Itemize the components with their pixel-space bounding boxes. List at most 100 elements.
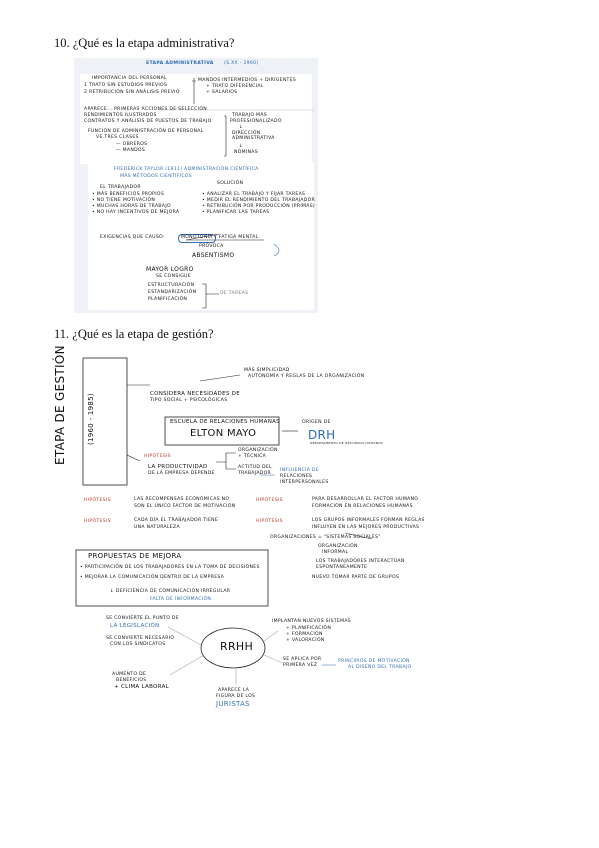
- admin-c2: MÁS MÉTODOS CIENTÍFICOS: [120, 174, 192, 179]
- hypothesis-4: HIPÓTESIS: [256, 498, 283, 503]
- h1h: RELACIONES: [280, 474, 313, 479]
- org1: ORGANIZACIONES = "SISTEMAS SOCIALES": [270, 535, 381, 540]
- e3: + FORMACIÓN: [286, 632, 323, 637]
- admin-c15: Y FATIGA MENTAL: [214, 235, 259, 240]
- n1: CONSIDERA NECESIDADES DE: [150, 391, 240, 397]
- admin-b3: CONTRATOS Y ANÁLISIS DE PUESTOS DE TRABA…: [84, 119, 212, 124]
- w7: + CLIMA LABORAL: [114, 684, 170, 690]
- hypothesis-3: HIPÓTESIS: [84, 519, 111, 524]
- admin-l2: 1 TRATO SIN ESTUDIOS PREVIOS: [84, 83, 168, 88]
- prop1: • PARTICIPACIÓN DE LOS TRABAJADORES EN L…: [80, 565, 260, 570]
- elton-mayo: ELTON MAYO: [190, 428, 257, 439]
- admin-side6: NÓMINAS: [234, 150, 258, 155]
- w5: AUMENTO DE: [112, 672, 147, 677]
- admin-b2: RENDIMIENTOS ILUSTRADOS: [84, 113, 157, 118]
- org6: NUEVO TOMAR PARTE DE GRUPOS: [312, 575, 400, 580]
- admin-c7: • MUCHAS HORAS DE TRABAJO: [92, 204, 171, 209]
- admin-c21: ESTANDARIZACIÓN: [148, 290, 197, 295]
- management-stage-diagram: ETAPA DE GESTIÓN (1960 - 1985) MÁS SIMPL…: [0, 345, 599, 715]
- hypothesis-5: HIPÓTESIS: [256, 519, 283, 524]
- prop3: ↓ DEFICIENCIA DE COMUNICACIÓN IRREGULAR: [110, 589, 231, 594]
- h1f: TRABAJADOR: [238, 471, 272, 476]
- w1: SE CONVIERTE EL PUNTO DE: [106, 616, 179, 621]
- org4: LOS TRABAJADORES INTERACTÚAN: [316, 559, 405, 564]
- admin-c3: EL TRABAJADOR: [100, 185, 141, 190]
- h1i: INTERPERSONALES: [280, 480, 329, 485]
- top2: AUTONOMÍA Y REGLAS DE LA ORGANIZACIÓN: [248, 374, 365, 379]
- e2: + PLANIFICACIÓN: [286, 626, 332, 631]
- admin-c18: MAYOR LOGRO: [146, 266, 194, 273]
- h1g: INFLUENCIA DE: [280, 468, 319, 473]
- admin-heading: ETAPA ADMINISTRATIVA: [146, 61, 214, 66]
- admin-c23: DE TAREAS: [220, 291, 249, 296]
- h1b: DE LA EMPRESA DEPENDE: [148, 471, 215, 476]
- admin-b7: — MANDOS: [116, 148, 146, 153]
- drh-sub: DEPARTAMENTO DE RECURSOS HUMANOS: [310, 441, 384, 445]
- h4t1: PARA DESARROLLAR EL FACTOR HUMANO: [312, 497, 419, 502]
- top1: MÁS SIMPLICIDAD: [244, 368, 290, 373]
- admin-c6: • NO TIENE MOTIVACIÓN: [92, 198, 156, 203]
- admin-c1: FREDERICK TAYLOR (1911) ADMINISTRACIÓN C…: [114, 167, 259, 172]
- admin-b6: — OBREROS: [116, 142, 148, 147]
- admin-c11: • RETRIBUCIÓN POR PRODUCCIÓN (PRIMAS): [202, 204, 316, 209]
- h1d: + TÉCNICA: [238, 454, 267, 459]
- hypothesis-1: HIPÓTESIS: [144, 454, 171, 459]
- e7: PRINCIPIOS DE MOTIVACIÓN: [338, 659, 410, 664]
- admin-c13: EXIGENCIAS QUE CAUSÓ:: [100, 235, 165, 240]
- hypothesis-2: HIPÓTESIS: [84, 498, 111, 503]
- e8: AL DISEÑO DEL TRABAJO: [348, 665, 412, 670]
- admin-period: (S.XX - 1960): [224, 61, 259, 66]
- admin-b1: APARECE... PRIMERAS ACCIONES DE SELECCIÓ…: [84, 107, 207, 112]
- w3: SE CONVIERTE NECESARIO: [106, 636, 175, 641]
- h3t2: UNA NATURALEZA: [134, 525, 180, 530]
- w4: CON LOS SINDICATOS: [110, 642, 166, 647]
- w2: LA LEGISLACIÓN: [110, 623, 160, 629]
- vertical-years: (1960 - 1985): [87, 393, 95, 445]
- h2t2: SON EL ÚNICO FACTOR DE MOTIVACIÓN: [134, 504, 236, 509]
- w9: FIGURA DE LOS: [216, 694, 256, 699]
- h3t1: CADA DÍA EL TRABAJADOR TIENE: [134, 518, 219, 523]
- org2: ORGANIZACIÓN: [318, 544, 358, 549]
- prop2: • MEJORAR LA COMUNICACIÓN DENTRO DE LA E…: [80, 575, 225, 580]
- h5t2: INFLUYEN EN LAS MEJORES PRODUCTIVAS: [312, 525, 420, 530]
- h2t1: LAS RECOMPENSAS ECONÓMICAS NO: [134, 497, 230, 502]
- org5: ESPONTÁNEAMENTE: [316, 565, 368, 570]
- admin-c16: PROVOCA: [199, 244, 224, 249]
- admin-r2: + TRATO DIFERENCIAL: [206, 84, 264, 89]
- admin-c22: PLANIFICACIÓN: [148, 297, 188, 302]
- admin-r1: MANDOS INTERMEDIOS + DIRIGENTES: [198, 78, 297, 83]
- question-10-title: 10. ¿Qué es la etapa administrativa?: [54, 36, 235, 50]
- question-11-title: 11. ¿Qué es la etapa de gestión?: [54, 327, 214, 341]
- admin-b4: FUNCIÓN DE ADMINISTRACIÓN DE PERSONAL: [88, 129, 204, 134]
- admin-r3: + SALARIOS: [206, 90, 238, 95]
- n2: TIPO SOCIAL + PSICOLÓGICAS: [150, 398, 228, 403]
- w8: APARECE LA: [218, 688, 250, 693]
- diagram-connectors: [80, 74, 314, 310]
- vertical-title: ETAPA DE GESTIÓN: [53, 345, 67, 465]
- e4: + VALORACIÓN: [286, 638, 325, 643]
- admin-side1: TRABAJO MÁS: [232, 113, 268, 118]
- school-name: ESCUELA DE RELACIONES HUMANAS: [170, 419, 280, 425]
- h4t2: FORMACIÓN EN RELACIONES HUMANAS: [312, 504, 413, 509]
- e6: PRIMERA VEZ: [283, 663, 318, 668]
- admin-c17: ABSENTISMO: [192, 252, 235, 259]
- e1: IMPLANTAN NUEVOS SISTEMAS: [272, 619, 351, 624]
- admin-c5: • MÁS BENEFICIOS PROPIOS: [92, 192, 165, 197]
- h1e: ACTITUD DEL: [238, 465, 272, 470]
- prop4: FALTA DE INFORMACIÓN: [150, 597, 212, 602]
- admin-side4: DIRECCIÓN ADMINISTRATIVA: [232, 131, 275, 141]
- admin-l1: IMPORTANCIA DEL PERSONAL: [92, 76, 167, 81]
- e5: SE APLICA POR: [283, 657, 322, 662]
- admin-side3: ↓: [239, 125, 244, 130]
- administrative-stage-diagram: ETAPA ADMINISTRATIVA (S.XX - 1960) IMPOR…: [74, 58, 318, 313]
- h1c: ORGANIZACIÓN: [238, 448, 278, 453]
- proposals-title: PROPUESTAS DE MEJORA: [88, 552, 182, 560]
- admin-c10: • MEDIR EL RENDIMIENTO DEL TRABAJADOR: [202, 198, 316, 203]
- drh: DRH: [308, 428, 336, 442]
- admin-side5: ↓: [239, 144, 244, 149]
- origen-de: ORIGEN DE: [302, 420, 331, 425]
- org3: INFORMAL: [322, 550, 349, 555]
- w6: BENEFICIOS: [116, 678, 147, 683]
- admin-l3: 2 RETRIBUCIÓN SIN ANÁLISIS PREVIO: [84, 90, 180, 95]
- diagram-connectors-gestion: [75, 357, 373, 685]
